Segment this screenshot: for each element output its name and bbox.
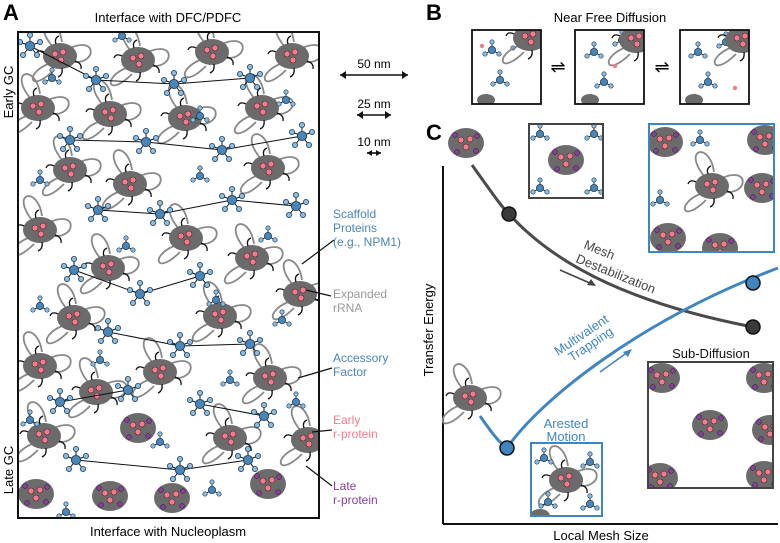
panel-b-title: Near Free Diffusion [554,10,666,25]
inset-free-mesh [648,123,775,253]
panel-b-letter: B [426,0,442,25]
sub-diffusion-label: Sub-Diffusion [672,346,750,361]
panel-c-letter: C [426,120,442,145]
svg-text:Factor: Factor [333,365,367,379]
equilibrium-arrow-2: ⇌ [654,57,669,77]
free-diffusion-frame-2 [574,29,645,105]
svg-text:Motion: Motion [546,429,585,444]
svg-text:r-protein: r-protein [333,493,378,507]
free-diffusion-frame-3 [679,29,750,105]
equilibrium-arrow-1: ⇌ [550,57,565,77]
svg-text:r-protein: r-protein [333,427,378,441]
panel-a-early-gc: Early GC [1,66,16,119]
panel-a-top-label: Interface with DFC/PDFC [95,10,242,25]
y-axis-label: Transfer Energy [421,283,436,376]
inset-sub-diffusion [647,361,774,489]
arrested-motion-label: Arested Motion [544,416,589,444]
mesh-illustration [18,32,319,518]
panel-a-late-gc: Late GC [1,446,16,494]
svg-text:Early: Early [333,413,360,427]
svg-text:50 nm: 50 nm [357,57,390,71]
panel-a-bottom-label: Interface with Nucleoplasm [90,524,246,539]
free-diffusion-frame-1 [471,29,542,105]
svg-text:Accessory: Accessory [333,351,388,365]
curve-point-early [501,206,517,222]
panel-a-letter: A [3,0,19,25]
svg-text:10 nm: 10 nm [357,135,390,149]
trapped-particle-icon [441,363,502,425]
scale-bar-25nm: 25 nm [357,97,391,119]
scale-bar-10nm: 10 nm [357,135,391,156]
inset-early-mesh [528,123,604,199]
x-axis-label: Local Mesh Size [553,528,648,543]
legend-scaffold: Scaffold Proteins (e.g., NPM1) [333,207,401,249]
svg-text:rRNA: rRNA [333,301,362,315]
inset-arrested-mesh [530,442,603,517]
curve-point-gray-end [745,319,761,335]
svg-text:Arested: Arested [544,416,589,431]
svg-text:(e.g., NPM1): (e.g., NPM1) [333,235,401,249]
svg-text:Scaffold: Scaffold [333,207,376,221]
svg-text:Expanded: Expanded [333,287,387,301]
svg-text:25 nm: 25 nm [357,97,390,111]
svg-text:Late: Late [333,479,357,493]
svg-text:Proteins: Proteins [333,221,377,235]
legend-early: Early r-protein [333,413,378,441]
curve-point-blue-end [745,275,761,291]
curve-point-arrested [499,440,515,456]
scale-bar-50nm: 50 nm [340,57,408,79]
free-particle-icon [447,127,485,159]
legend-late: Late r-protein [333,479,378,507]
panel-a-frame [17,31,320,519]
legend-rrna: Expanded rRNA [333,287,387,315]
multivalent-trapping-curve [478,266,779,451]
legend-accessory: Accessory Factor [333,351,388,379]
